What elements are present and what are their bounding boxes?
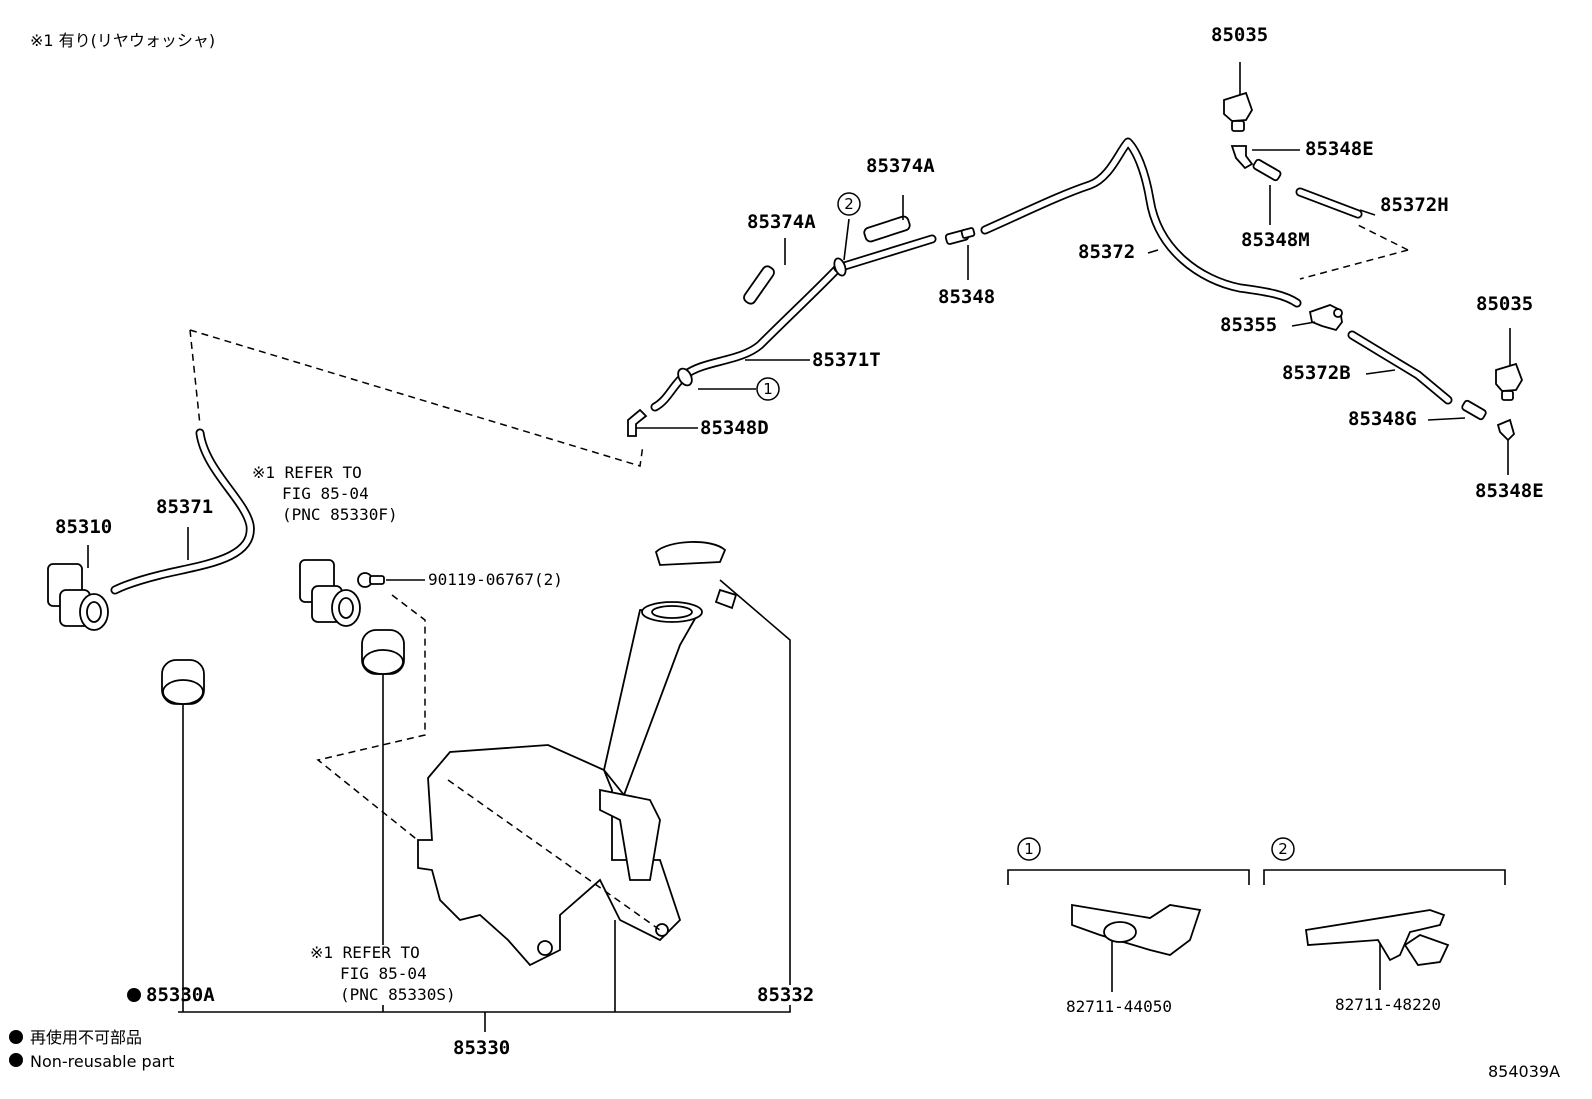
protector-85374A-right xyxy=(863,215,911,243)
label-85355: 85355 xyxy=(1220,314,1277,336)
callout-1: 1 xyxy=(756,377,780,401)
clamp-2 xyxy=(833,257,847,277)
label-85348E-top: 85348E xyxy=(1305,138,1374,160)
label-85372: 85372 xyxy=(1078,241,1135,263)
legend: 再使用不可部品 Non-reusable part xyxy=(9,1028,174,1071)
label-85035-right: 85035 xyxy=(1476,293,1533,315)
legend-en: Non-reusable part xyxy=(30,1052,174,1071)
refer-note-85330F: ※1 REFER TO FIG 85-04 (PNC 85330F) xyxy=(252,463,398,524)
svg-text:(PNC 85330F): (PNC 85330F) xyxy=(282,505,398,524)
elbow-85348E-top xyxy=(1230,145,1254,170)
clip-group-2: 2 xyxy=(1263,837,1506,966)
hose-85371 xyxy=(110,428,255,595)
hose-85371T xyxy=(650,234,937,412)
label-85372H: 85372H xyxy=(1380,194,1449,216)
label-85372B: 85372B xyxy=(1282,362,1351,384)
clip-group-1: 1 xyxy=(1007,837,1250,956)
connector-85348M xyxy=(1252,158,1282,182)
label-85035-top: 85035 xyxy=(1211,24,1268,46)
label-85332: 85332 xyxy=(757,984,814,1006)
hose-85372H xyxy=(1295,187,1363,219)
nozzle-85035-top xyxy=(1223,91,1253,132)
grommet-rear xyxy=(361,629,405,675)
label-85348: 85348 xyxy=(938,286,995,308)
legend-jp: 再使用不可部品 xyxy=(30,1028,142,1047)
svg-text:(PNC 85330S): (PNC 85330S) xyxy=(340,985,456,1004)
leader-lines xyxy=(87,62,1511,1032)
label-85348M: 85348M xyxy=(1241,229,1310,251)
elbow-85348D xyxy=(627,408,648,437)
label-85310: 85310 xyxy=(55,516,112,538)
label-85371: 85371 xyxy=(156,496,213,518)
clamp-1 xyxy=(677,367,693,387)
label-85348G: 85348G xyxy=(1348,408,1417,430)
svg-text:FIG 85-04: FIG 85-04 xyxy=(340,964,427,983)
dashed-guide-right xyxy=(1299,249,1409,280)
label-85371T: 85371T xyxy=(812,349,881,371)
hose-85372 xyxy=(980,137,1302,308)
non-reusable-dot xyxy=(127,988,141,1002)
refer-note-85330S: ※1 REFER TO FIG 85-04 (PNC 85330S) xyxy=(310,943,456,1004)
cap-85332 xyxy=(654,541,738,610)
svg-text:1: 1 xyxy=(1024,840,1034,858)
label-85374A-right: 85374A xyxy=(866,155,935,177)
bolt-90119 xyxy=(357,572,385,588)
svg-text:1: 1 xyxy=(763,380,773,398)
svg-text:※1 REFER TO: ※1 REFER TO xyxy=(252,463,362,482)
connector-85348G xyxy=(1461,399,1487,421)
svg-text:2: 2 xyxy=(1278,840,1288,858)
tee-85355 xyxy=(1308,304,1343,332)
svg-text:FIG 85-04: FIG 85-04 xyxy=(282,484,369,503)
label-90119: 90119-06767(2) xyxy=(428,570,563,589)
svg-text:2: 2 xyxy=(844,195,854,213)
diagram-id: 854039A xyxy=(1488,1062,1560,1081)
svg-text:※1 REFER TO: ※1 REFER TO xyxy=(310,943,420,962)
label-85348E-bottom: 85348E xyxy=(1475,480,1544,502)
washer-tank-85330 xyxy=(417,601,703,967)
hose-85372B xyxy=(1347,330,1453,405)
dashed-guide-left xyxy=(189,329,644,467)
dashed-guide-center xyxy=(316,594,431,851)
protector-85374A-left xyxy=(743,265,775,305)
label-85348D: 85348D xyxy=(700,417,769,439)
label-85330A: 85330A xyxy=(146,984,215,1006)
nozzle-85035-right xyxy=(1495,362,1523,401)
label-85374A-left: 85374A xyxy=(747,211,816,233)
pump-rear xyxy=(299,559,361,627)
pump-85310 xyxy=(47,563,109,631)
label-82711-44050: 82711-44050 xyxy=(1066,997,1172,1016)
connector-85348 xyxy=(944,227,976,245)
rear-washer-note: ※1 有り(リヤウォッシャ) xyxy=(30,31,215,50)
callout-2: 2 xyxy=(837,192,861,216)
elbow-85348E-bottom xyxy=(1496,418,1516,442)
grommet-85330A xyxy=(161,659,205,705)
label-82711-48220: 82711-48220 xyxy=(1335,995,1441,1014)
label-85330: 85330 xyxy=(453,1037,510,1059)
